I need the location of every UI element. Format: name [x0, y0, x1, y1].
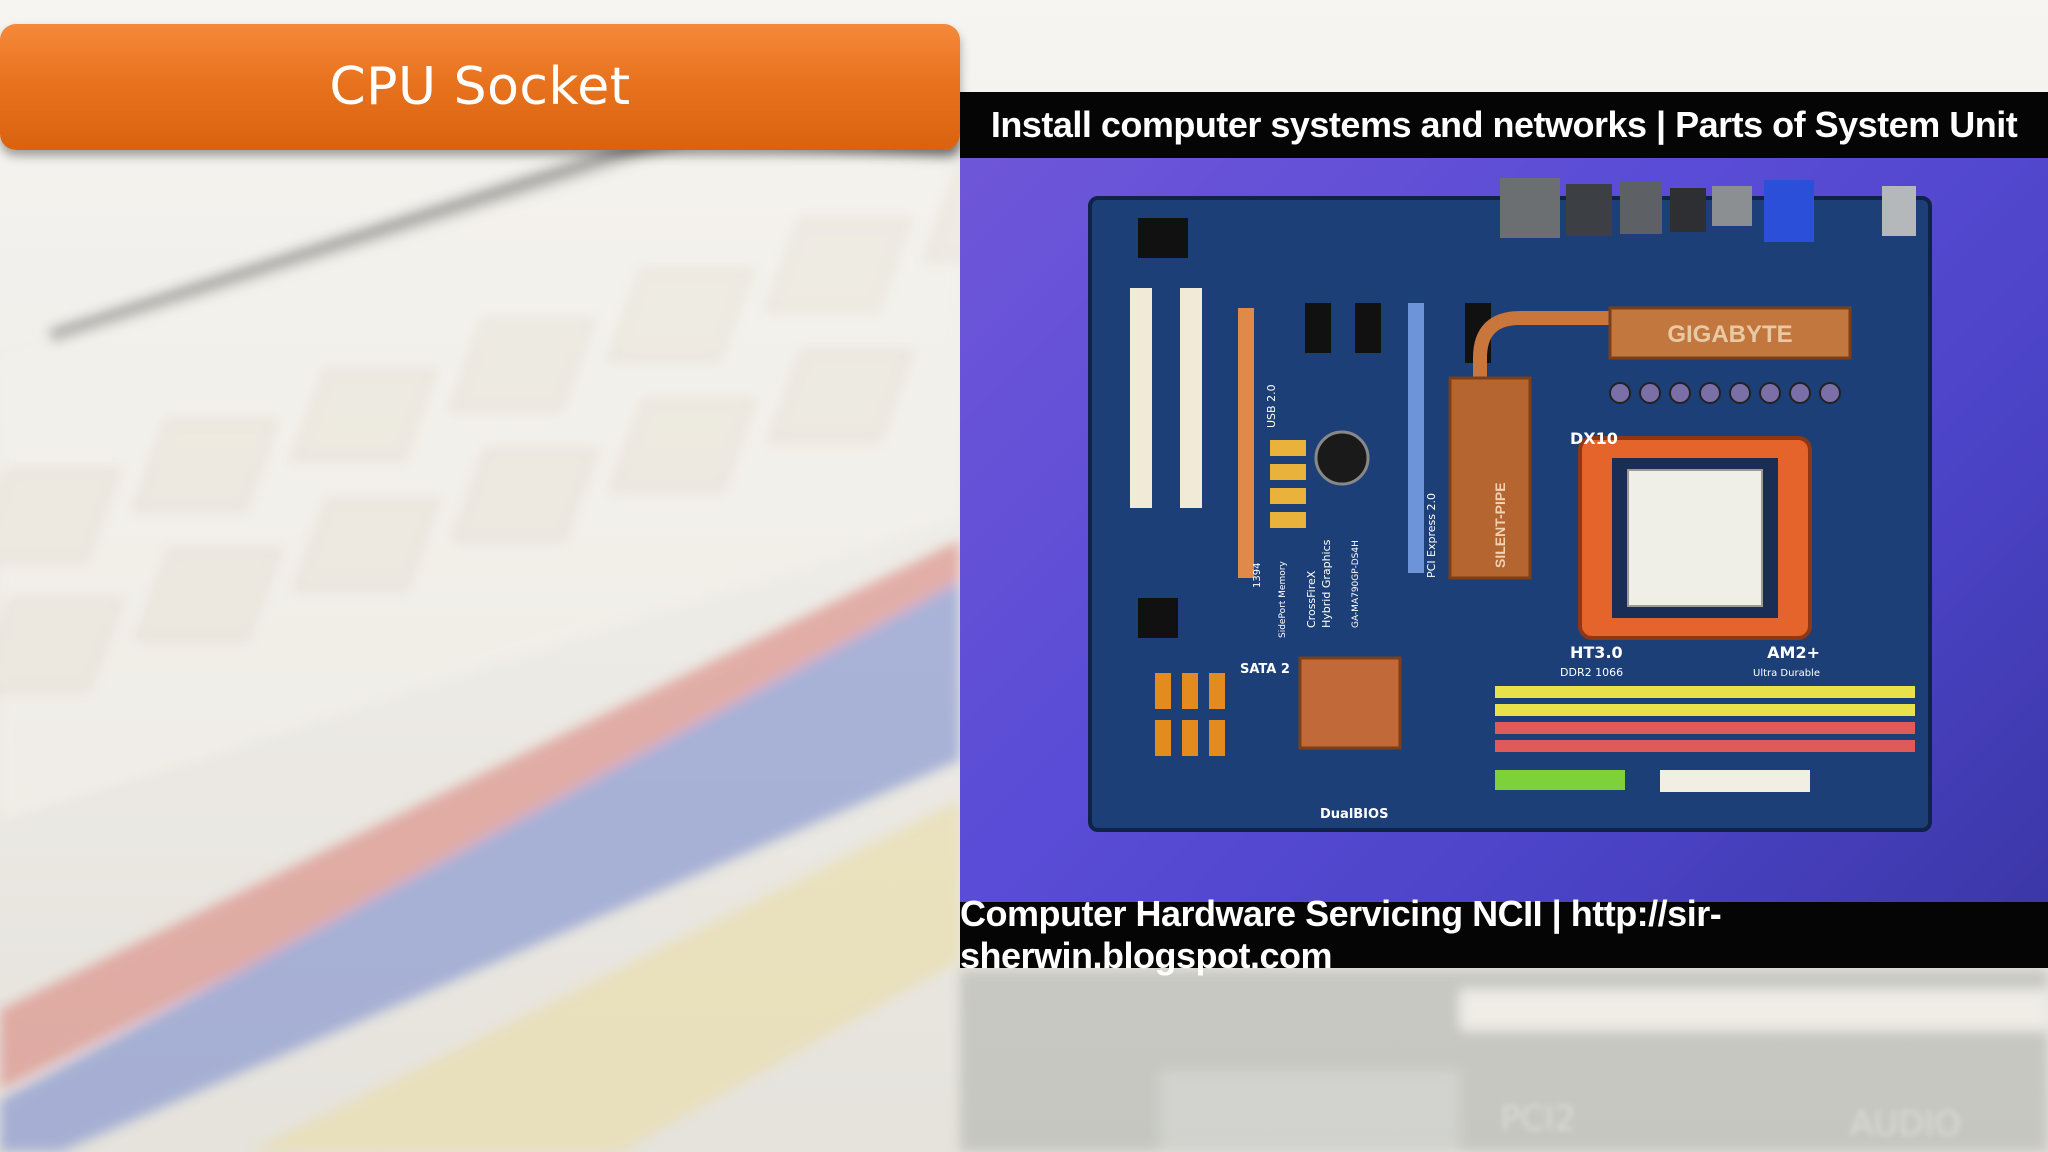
- cmos-battery: [1314, 430, 1370, 486]
- mosfet-heatsink: [1608, 306, 1852, 360]
- silent-pipe-label: SILENT-PIPE: [1492, 482, 1508, 568]
- sata2-label: SATA 2: [1240, 662, 1290, 677]
- capacitor-row: [1609, 382, 1841, 404]
- image-caption-bottom: Computer Hardware Servicing NCII | http:…: [960, 893, 2048, 976]
- hybrid-graphics-label: Hybrid Graphics: [1320, 539, 1333, 628]
- dx10-label: DX10: [1570, 429, 1618, 448]
- brand-label: GIGABYTE: [1667, 321, 1792, 348]
- sideport-label: SidePort Memory: [1278, 561, 1288, 638]
- io-chip: [1138, 598, 1178, 638]
- am2-label: AM2+: [1767, 643, 1820, 662]
- ultra-durable-label: Ultra Durable: [1753, 668, 1820, 679]
- motherboard-illustration: GIGABYTE DX10 HT3.0 AM2+ DDR2 1066 Ultra…: [1088, 178, 1932, 832]
- motherboard-image: Install computer systems and networks | …: [960, 92, 2048, 976]
- slide-title: CPU Socket: [329, 57, 631, 117]
- pcie-x1-slot: [1305, 303, 1331, 353]
- dualbios-label: DualBIOS: [1320, 807, 1388, 822]
- image-caption-top: Install computer systems and networks | …: [960, 92, 2048, 158]
- ram-slots: [1495, 686, 1915, 752]
- ieee1394-label: 1394: [1252, 563, 1263, 588]
- atx-power-connector: [1660, 770, 1810, 792]
- bg-label-pci2: PCI2: [1500, 1099, 1576, 1139]
- motherboard-photo: GIGABYTE DX10 HT3.0 AM2+ DDR2 1066 Ultra…: [960, 158, 2048, 902]
- model-label: GA-MA790GP-DS4H: [1351, 540, 1361, 628]
- heatpipe: [1473, 311, 1660, 578]
- sata-ports: [1155, 673, 1225, 756]
- usb20-label: USB 2.0: [1265, 384, 1278, 428]
- pcie-label: PCI Express 2.0: [1425, 493, 1438, 578]
- usb-headers: [1270, 440, 1306, 528]
- ddr-label: DDR2 1066: [1560, 666, 1623, 679]
- pci-slot-2: [1180, 288, 1202, 508]
- pcie-slot-blue: [1408, 303, 1424, 573]
- cpu-socket: [1627, 469, 1763, 607]
- fdd-connector: [1495, 770, 1625, 790]
- pcie-slot-orange: [1238, 308, 1254, 578]
- crossfirex-label: CrossFireX: [1305, 570, 1318, 628]
- southbridge-heatsink: [1298, 656, 1402, 750]
- rear-io-ports: [1500, 178, 1916, 242]
- bg-label-audio: AUDIO: [1850, 1104, 1961, 1144]
- slide-title-banner: CPU Socket: [0, 24, 960, 150]
- ht30-label: HT3.0: [1570, 643, 1623, 662]
- pci-slot-1: [1130, 288, 1152, 508]
- northbridge-heatsink: [1448, 376, 1532, 580]
